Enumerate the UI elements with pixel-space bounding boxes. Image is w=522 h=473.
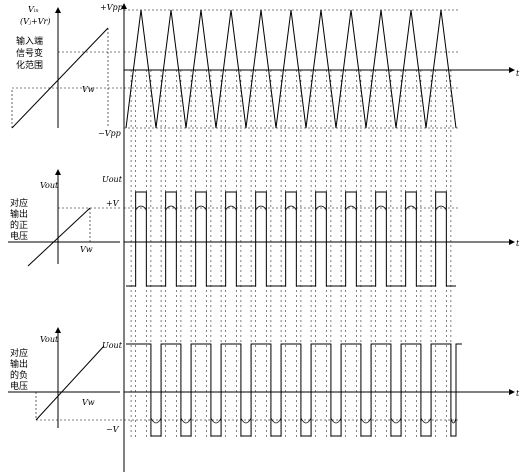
top-pos-peak-label: +Vpp: [100, 3, 123, 12]
mid-caption-line-4: 电压: [10, 230, 28, 242]
top-neg-peak-label: −Vpp: [98, 129, 121, 138]
mid-transfer-line: [27, 207, 91, 267]
mid-transfer-panel: Vout 对应 输出 的正 电压 Vw: [8, 169, 122, 267]
bot-u-label: Uout: [102, 341, 123, 350]
bot-y-axis-label: Vout: [40, 335, 59, 344]
top-transfer-panel: Vᵢₙ (Vⱼ+Vr) 输入端 信号变 化范围 Vw: [11, 5, 122, 129]
top-vw-label: Vw: [82, 85, 95, 94]
top-waveform-panel: +Vpp −Vpp t: [98, 3, 520, 472]
bot-transfer-line: [35, 345, 105, 421]
top-caption-line-2: 信号变: [16, 47, 43, 59]
bot-t-label: t: [516, 389, 520, 398]
mid-u-label: Uout: [102, 175, 123, 184]
bot-caption-line-4: 电压: [10, 380, 28, 392]
mid-vw-label: Vw: [80, 245, 93, 254]
bot-caption-line-2: 输出: [10, 358, 28, 370]
bot-caption-line-1: 对应: [10, 347, 28, 359]
mid-caption-line-3: 的正: [10, 219, 28, 231]
mid-caption-line-1: 对应: [10, 197, 28, 209]
mid-y-axis-label: Vout: [40, 181, 59, 190]
bot-level-label: −V: [106, 425, 120, 434]
top-caption-line-1: 输入端: [16, 35, 43, 47]
negative-output-ripple: [150, 417, 457, 424]
top-transfer-line: [11, 27, 109, 129]
mid-t-label: t: [516, 239, 520, 248]
top-t-label: t: [516, 69, 520, 78]
positive-output-ripple: [135, 205, 447, 211]
top-caption-line-3: 化范围: [16, 59, 43, 71]
mid-caption-line-2: 输出: [10, 208, 28, 220]
bot-caption-line-3: 的负: [10, 369, 28, 381]
top-y-axis-label: Vᵢₙ: [28, 5, 39, 14]
mid-level-label: +V: [106, 199, 120, 208]
bot-transfer-panel: Vout 对应 输出 的负 电压 Vw: [8, 327, 122, 428]
mid-waveform-panel: Uout +V t: [102, 175, 520, 287]
top-y-axis-sublabel: (Vⱼ+Vr): [20, 17, 50, 26]
bot-vw-label: Vw: [82, 398, 95, 407]
timing-guides: [130, 70, 452, 440]
triangle-input-wave: [125, 9, 457, 129]
positive-output-pulses: [126, 191, 456, 287]
